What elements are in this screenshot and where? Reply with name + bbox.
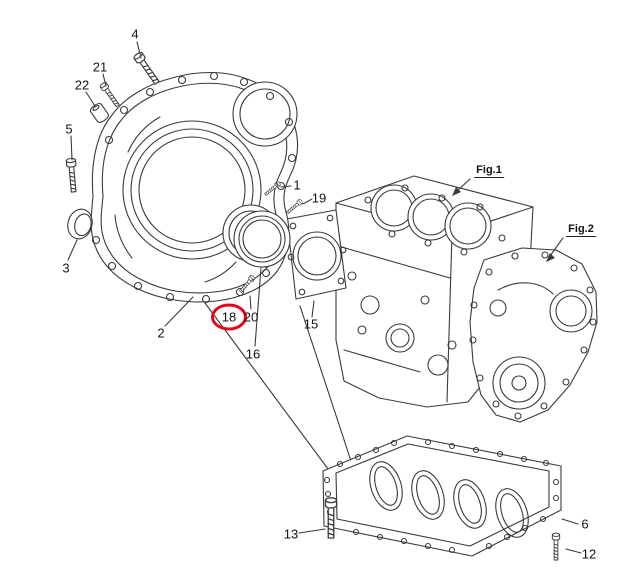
bolt-21: [98, 81, 122, 109]
part-callout-21[interactable]: 21: [92, 59, 108, 75]
part-callout-2[interactable]: 2: [157, 325, 165, 341]
bolt-12: [551, 532, 561, 561]
part-callout-19[interactable]: 19: [311, 190, 327, 206]
part-callout-16[interactable]: 16: [245, 346, 261, 362]
bolt-19: [285, 198, 304, 215]
part-18-highlight-circle: [211, 303, 247, 331]
rear-plate-drawing: [286, 209, 347, 300]
part-callout-20[interactable]: 20: [243, 309, 259, 325]
part-callout-12[interactable]: 12: [581, 546, 597, 562]
part-callout-15[interactable]: 15: [303, 316, 319, 332]
seal-ring-drawing: [233, 210, 291, 268]
flywheel-housing-drawing: [90, 71, 299, 304]
assembly-lines: [204, 302, 353, 474]
oil-pan-drawing: [322, 435, 562, 557]
plug-22: [89, 102, 110, 123]
part-callout-13[interactable]: 13: [283, 526, 299, 542]
cap-3: [67, 208, 93, 240]
figure-arrows: [452, 178, 564, 262]
part-callout-4[interactable]: 4: [131, 26, 139, 42]
part-callout-3[interactable]: 3: [62, 260, 70, 276]
part-callout-18[interactable]: 18: [221, 309, 237, 325]
leader-lines: [67, 41, 582, 554]
gear-case-drawing: [469, 247, 598, 423]
part-callout-6[interactable]: 6: [581, 516, 589, 532]
figure-link-fig2[interactable]: Fig.2: [566, 223, 596, 237]
part-callout-1[interactable]: 1: [293, 177, 301, 193]
fasteners: [65, 50, 561, 561]
part-callout-5[interactable]: 5: [65, 121, 73, 137]
bolt-4: [132, 50, 162, 87]
bolt-5: [65, 157, 79, 193]
figure-link-fig1[interactable]: Fig.1: [474, 164, 504, 178]
part-callout-22[interactable]: 22: [74, 77, 90, 93]
